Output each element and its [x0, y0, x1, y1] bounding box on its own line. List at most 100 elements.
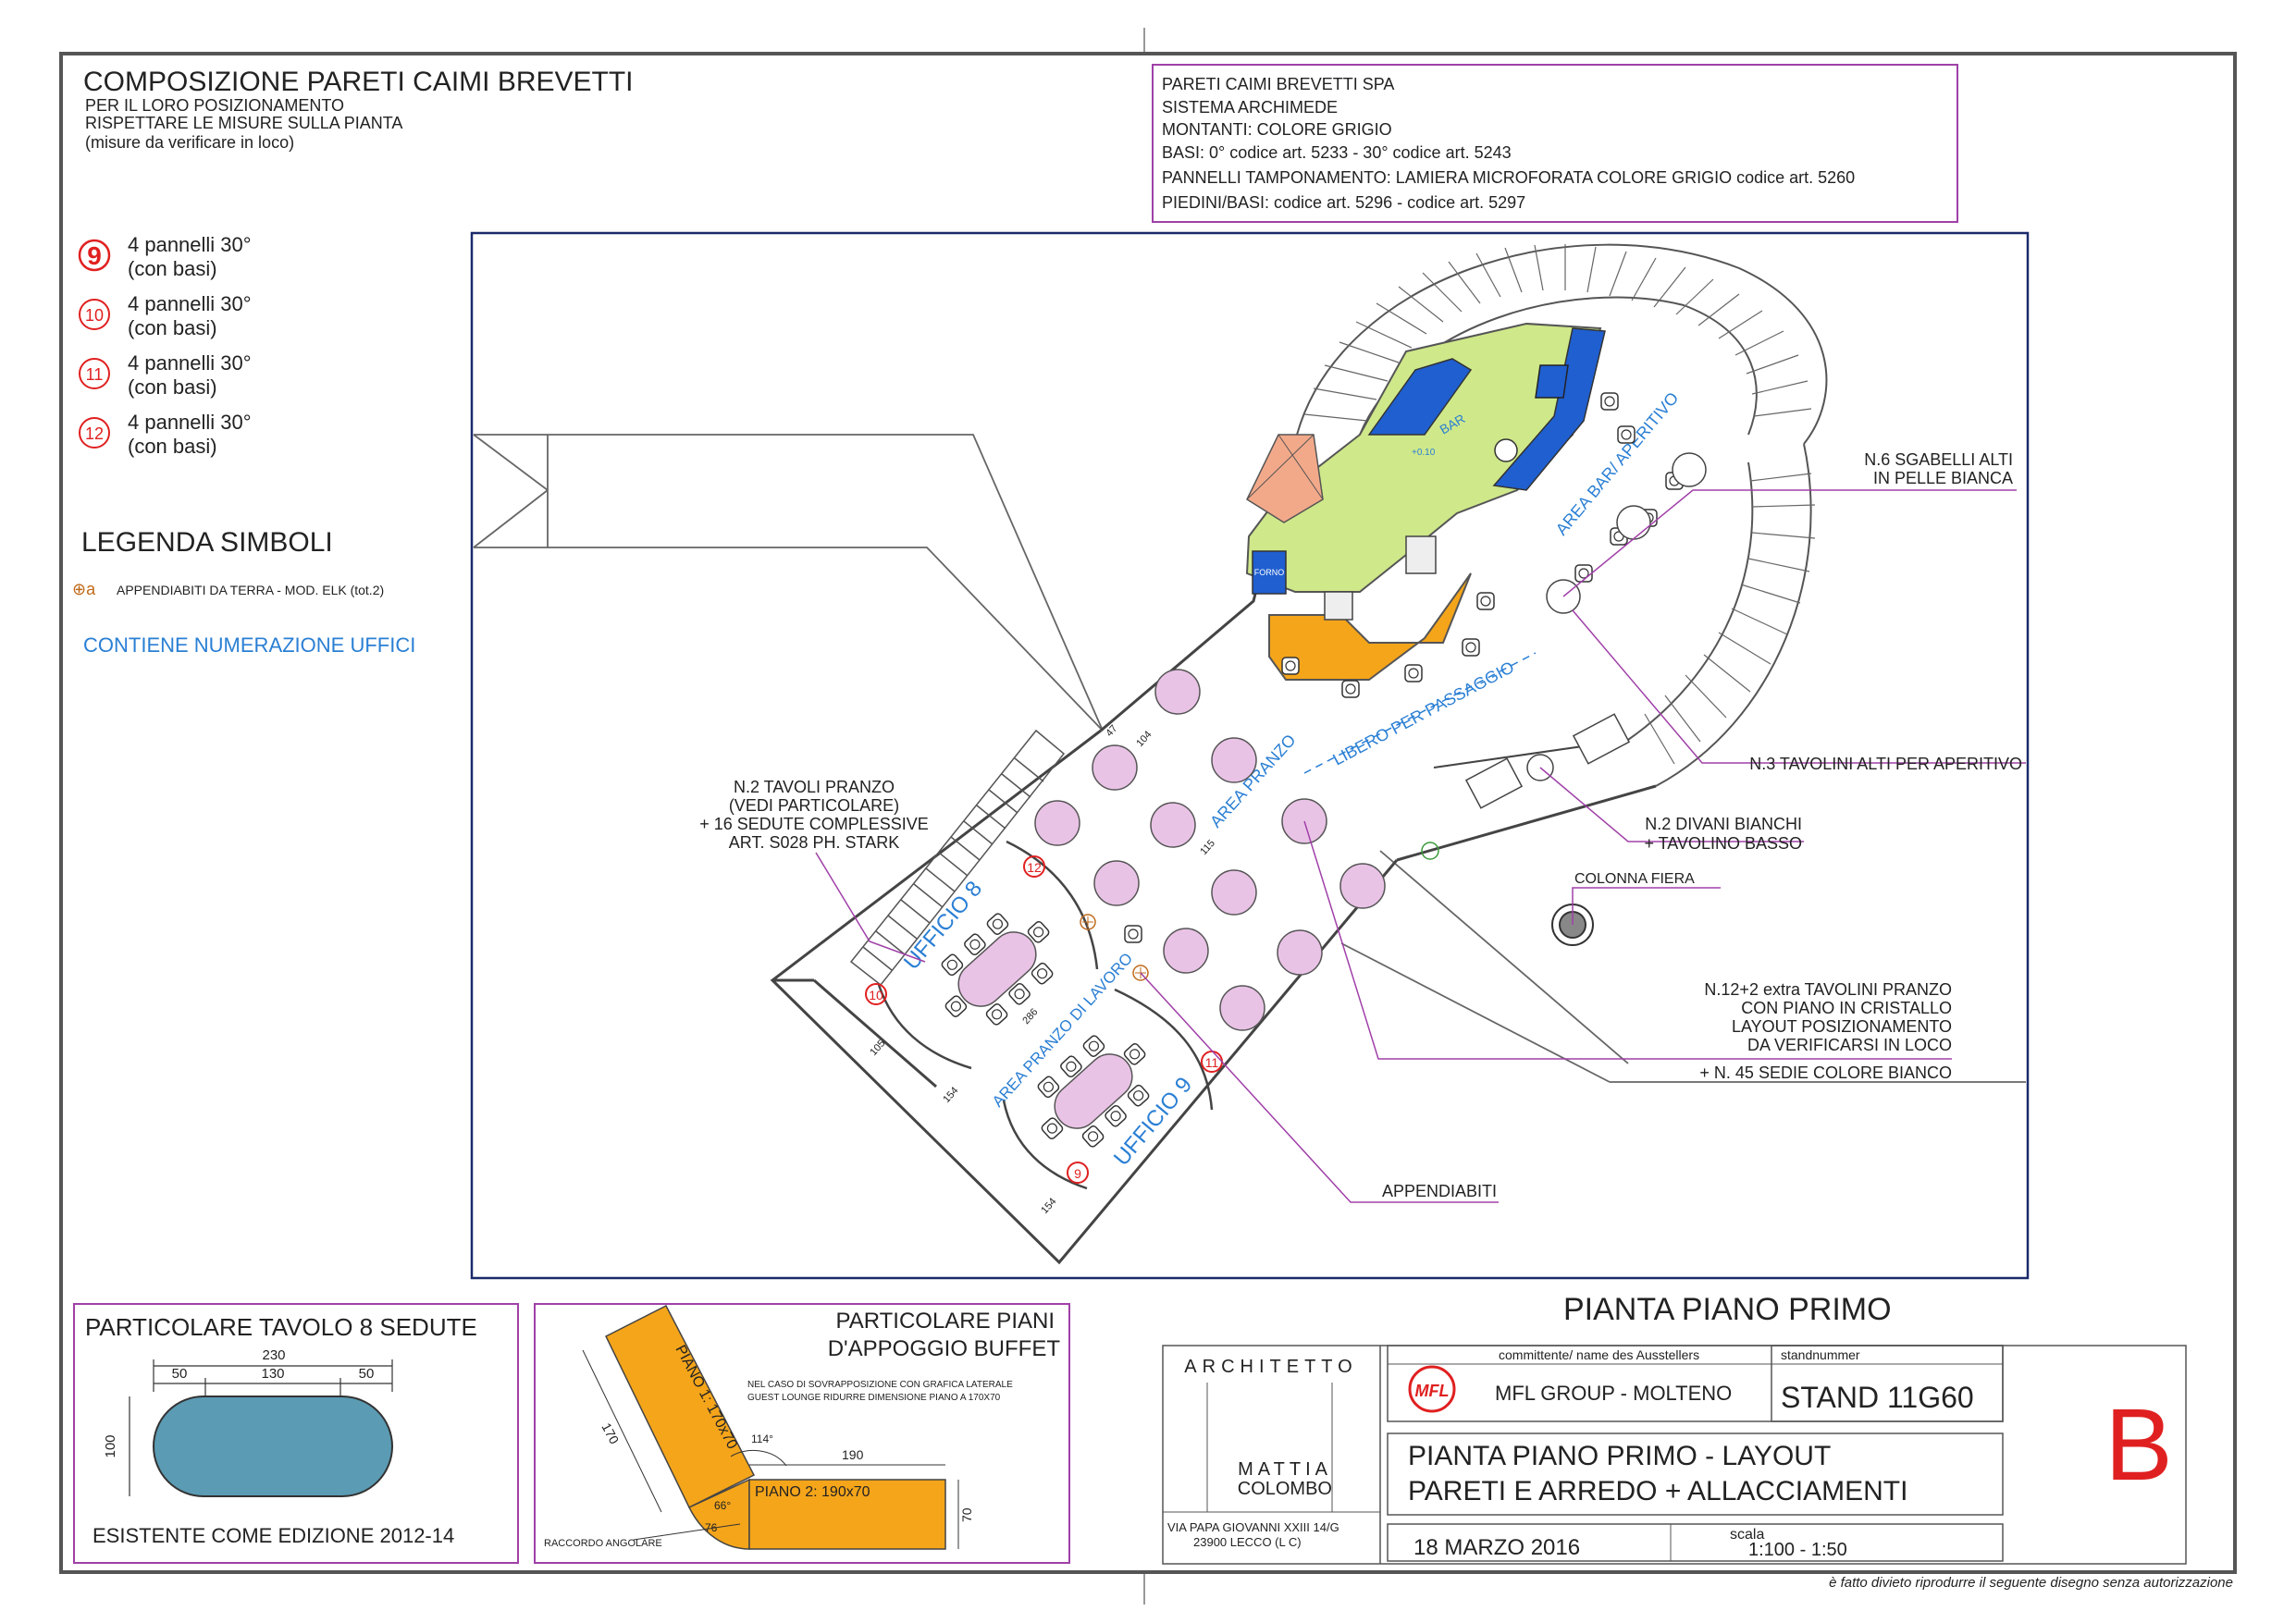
- client-logo: MFL: [1408, 1365, 1456, 1413]
- footer-note: è fatto divieto riprodurre il seguente d…: [1829, 1575, 2233, 1591]
- stand-caption: standnummer: [1781, 1347, 1860, 1362]
- annotation-tavolini-extra-4: DA VERIFICARSI IN LOCO: [1747, 1036, 1952, 1054]
- legend-title: LEGENDA SIMBOLI: [81, 527, 333, 558]
- drawing-title: PIANTA PIANO PRIMO: [1563, 1292, 1892, 1327]
- drawing-description-2: PARETI E ARREDO + ALLACCIAMENTI: [1408, 1476, 1907, 1506]
- staircase-left: [849, 729, 1066, 987]
- panel-item-line2: (con basi): [128, 257, 217, 280]
- spec-line-5: PANNELLI TAMPONAMENTO: LAMIERA MICROFORA…: [1162, 168, 1855, 187]
- sheet-frame: [59, 52, 2237, 1574]
- buffet-piano-2: [748, 1479, 946, 1550]
- buffet-piano-2-label: PIANO 2: 190x70: [755, 1484, 870, 1500]
- scale-caption: scala: [1730, 1527, 1764, 1543]
- detail-table-height: 100: [103, 1434, 118, 1457]
- composition-line-3: (misure da verificare in loco): [85, 133, 294, 152]
- composition-block: COMPOSIZIONE PARETI CAIMI BREVETTI PER I…: [78, 67, 634, 458]
- panel-item-9: 9 4 pannelli 30° (con basi): [78, 233, 252, 280]
- composition-line-1: PER IL LORO POSIZIONAMENTO: [85, 96, 344, 115]
- spec-line-6: PIEDINI/BASI: codice art. 5296 - codice …: [1162, 193, 1525, 212]
- round-table: [1150, 802, 1196, 848]
- drawing-date: 18 MARZO 2016: [1413, 1535, 1580, 1560]
- caimi-panels: [877, 840, 1214, 1190]
- panel-item-line1: 4 pannelli 30°: [128, 233, 252, 256]
- annotation-sedie: + N. 45 SEDIE COLORE BIANCO: [1699, 1064, 1952, 1082]
- panel-number: 10: [85, 306, 104, 325]
- dim-label: 154: [941, 1085, 960, 1105]
- dim-label: 115: [1198, 838, 1217, 857]
- round-table: [1093, 860, 1140, 906]
- floor-plan: FORNO BAR +0.10 AREA BAR/ APERITIVO AREA…: [470, 231, 2030, 1280]
- spec-line-3: MONTANTI: COLORE GRIGIO: [1162, 120, 1392, 139]
- office-table-8: [939, 911, 1055, 1027]
- round-table: [1092, 744, 1138, 791]
- adjacent-structure: [473, 434, 2026, 1083]
- drawing-description-1: PIANTA PIANO PRIMO - LAYOUT: [1408, 1441, 1831, 1471]
- round-table: [1339, 863, 1386, 909]
- spec-line-1: PARETI CAIMI BREVETTI SPA: [1162, 75, 1394, 93]
- panel-marker-9: 9: [1074, 1166, 1081, 1181]
- client-name: MFL GROUP - MOLTENO: [1495, 1382, 1732, 1405]
- detail-buffet-note-2: GUEST LOUNGE RIDURRE DIMENSIONE PIANO A …: [747, 1393, 1001, 1403]
- client-logo-text: MFL: [1415, 1382, 1450, 1400]
- detail-table-note: ESISTENTE COME EDIZIONE 2012-14: [93, 1524, 454, 1547]
- annotation-colonna: COLONNA FIERA: [1574, 871, 1695, 887]
- buffet-raccordo-label: RACCORDO ANGOLARE: [544, 1538, 662, 1549]
- buffet-dim-76: 76: [705, 1521, 718, 1534]
- plan-annotations: N.6 SGABELLI ALTI IN PELLE BIANCA N.3 TA…: [699, 450, 2022, 1200]
- round-table: [1211, 869, 1257, 916]
- panel-item-line2: (con basi): [128, 316, 217, 339]
- annotation-divani-2: + TAVOLINO BASSO: [1644, 834, 1802, 853]
- annotation-sgabelli-2: IN PELLE BIANCA: [1873, 469, 2013, 487]
- annotation-tavolini-alti: N.3 TAVOLINI ALTI PER APERITIVO: [1749, 755, 2022, 773]
- architect-first-name: MATTIA: [1238, 1459, 1332, 1480]
- revision-letter: B: [2105, 1388, 2172, 1502]
- detail-buffet-block: PARTICOLARE PIANI D'APPOGGIO BUFFET NEL …: [534, 1303, 1070, 1564]
- dim-label: 286: [1020, 1006, 1040, 1027]
- panel-marker-10: 10: [869, 988, 883, 1002]
- panel-marker-11: 11: [1205, 1055, 1219, 1070]
- architect-address-2: 23900 LECCO (L C): [1193, 1535, 1302, 1549]
- annotation-tavoli-pranzo-1: N.2 TAVOLI PRANZO: [734, 778, 895, 796]
- detail-table-block: PARTICOLARE TAVOLO 8 SEDUTE 230 50 130 5…: [73, 1303, 519, 1564]
- panel-number-markers: 12 10 11 9: [865, 855, 1223, 1184]
- architect-address-1: VIA PAPA GIOVANNI XXIII 14/G: [1167, 1520, 1339, 1534]
- panel-number: 9: [87, 241, 102, 270]
- buffet-angle-66: 66°: [714, 1499, 731, 1512]
- spec-box-frame: [1152, 64, 1958, 223]
- panel-item-line1: 4 pannelli 30°: [128, 292, 252, 315]
- sink-icon: [1405, 535, 1437, 574]
- coat-rack-symbol-icon: ⊕a: [72, 580, 96, 598]
- legend-offices-note: CONTIENE NUMERAZIONE UFFICI: [83, 633, 415, 657]
- panel-item-11: 11 4 pannelli 30° (con basi): [79, 351, 252, 399]
- office-table-9: [1035, 1033, 1152, 1150]
- forno-label: FORNO: [1254, 568, 1285, 577]
- composition-line-2: RISPETTARE LE MISURE SULLA PIANTA: [85, 114, 402, 132]
- dim-label: 154: [1039, 1196, 1058, 1216]
- legend-block: LEGENDA SIMBOLI ⊕a APPENDIABITI DA TERRA…: [72, 527, 415, 657]
- buffet-dim-70: 70: [959, 1507, 974, 1522]
- bar-counter-blue-left: [1367, 358, 1473, 436]
- round-table: [1163, 928, 1209, 974]
- spec-box: PARETI CAIMI BREVETTI SPA SISTEMA ARCHIM…: [1152, 64, 1958, 223]
- panel-item-12: 12 4 pannelli 30° (con basi): [79, 411, 252, 458]
- annotation-tavoli-pranzo-2: (VEDI PARTICOLARE): [729, 796, 899, 815]
- detail-buffet-title-1: PARTICOLARE PIANI: [835, 1309, 1055, 1334]
- sofas: [1464, 713, 1631, 809]
- annotation-sgabelli-1: N.6 SGABELLI ALTI: [1864, 450, 2013, 469]
- architect-label: ARCHITETTO: [1184, 1357, 1357, 1377]
- panel-item-10: 10 4 pannelli 30° (con basi): [79, 292, 252, 339]
- spec-line-2: SISTEMA ARCHIMEDE: [1162, 98, 1338, 117]
- architect-last-name: COLOMBO: [1238, 1479, 1332, 1499]
- bar-counter-green: [1245, 322, 1602, 593]
- drawing-scale: 1:100 - 1:50: [1748, 1540, 1847, 1560]
- panel-item-line2: (con basi): [128, 375, 217, 399]
- title-block: PIANTA PIANO PRIMO ARCHITETTO MATTIA COL…: [1162, 1292, 2187, 1565]
- annotation-appendiabiti: APPENDIABITI: [1382, 1182, 1497, 1200]
- detail-buffet-note-1: NEL CASO DI SOVRAPPOSIZIONE CON GRAFICA …: [747, 1380, 1013, 1390]
- bar-level-label: +0.10: [1412, 448, 1436, 458]
- forno-block: [1252, 550, 1287, 595]
- detail-table-total: 230: [262, 1347, 285, 1363]
- bar-front-orange: [1268, 572, 1472, 681]
- bar-counter-blue-right: [1492, 327, 1606, 491]
